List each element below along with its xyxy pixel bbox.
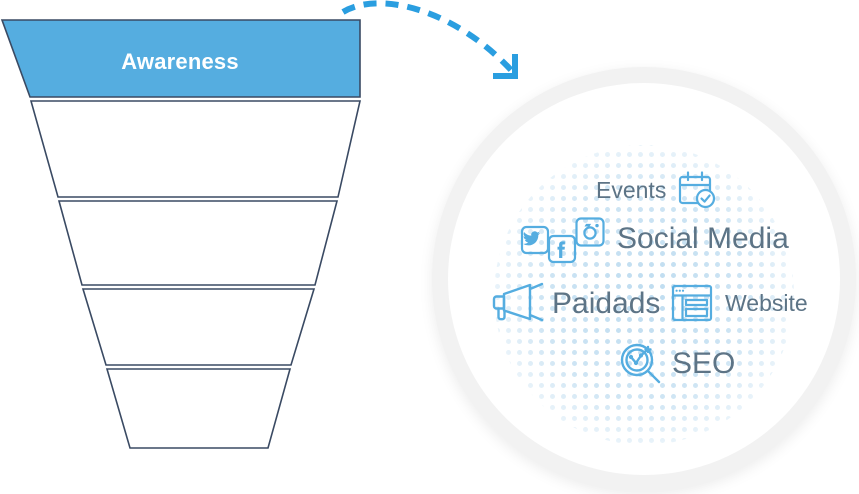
channel-label-website: Website (725, 289, 808, 316)
browser-window-icon (670, 283, 714, 323)
channel-item-seo[interactable]: SEO (618, 341, 735, 387)
magnifier-chart-icon (618, 341, 666, 387)
social-network-icons (520, 217, 606, 264)
halftone-dots-decoration (494, 145, 794, 445)
channel-label-paidads: Paidads (552, 287, 661, 320)
calendar-check-icon (675, 169, 717, 211)
funnel-stage-4[interactable] (81, 288, 316, 366)
funnel-shape (0, 19, 362, 449)
instagram-icon (574, 216, 606, 248)
funnel-stage-2[interactable] (29, 100, 362, 198)
channel-label-events: Events (596, 176, 667, 203)
facebook-icon (547, 234, 577, 264)
channel-item-website[interactable]: Website (670, 283, 808, 323)
megaphone-icon (490, 281, 546, 327)
channel-label-social-media: Social Media (617, 222, 789, 255)
twitter-icon (520, 225, 550, 255)
channel-circle: Events (432, 67, 856, 491)
channel-label-seo: SEO (672, 347, 736, 380)
channel-item-events[interactable]: Events (596, 169, 717, 211)
funnel-stage-5[interactable] (105, 368, 292, 449)
funnel-stage-awareness[interactable] (0, 19, 361, 98)
channel-item-paidads[interactable]: Paidads (490, 281, 660, 327)
dashed-curve-arrow-icon (341, 0, 518, 79)
channel-circle-inner: Events (448, 83, 840, 475)
channel-item-social-media[interactable]: Social Media (520, 217, 789, 264)
funnel-stage-3[interactable] (57, 200, 339, 286)
